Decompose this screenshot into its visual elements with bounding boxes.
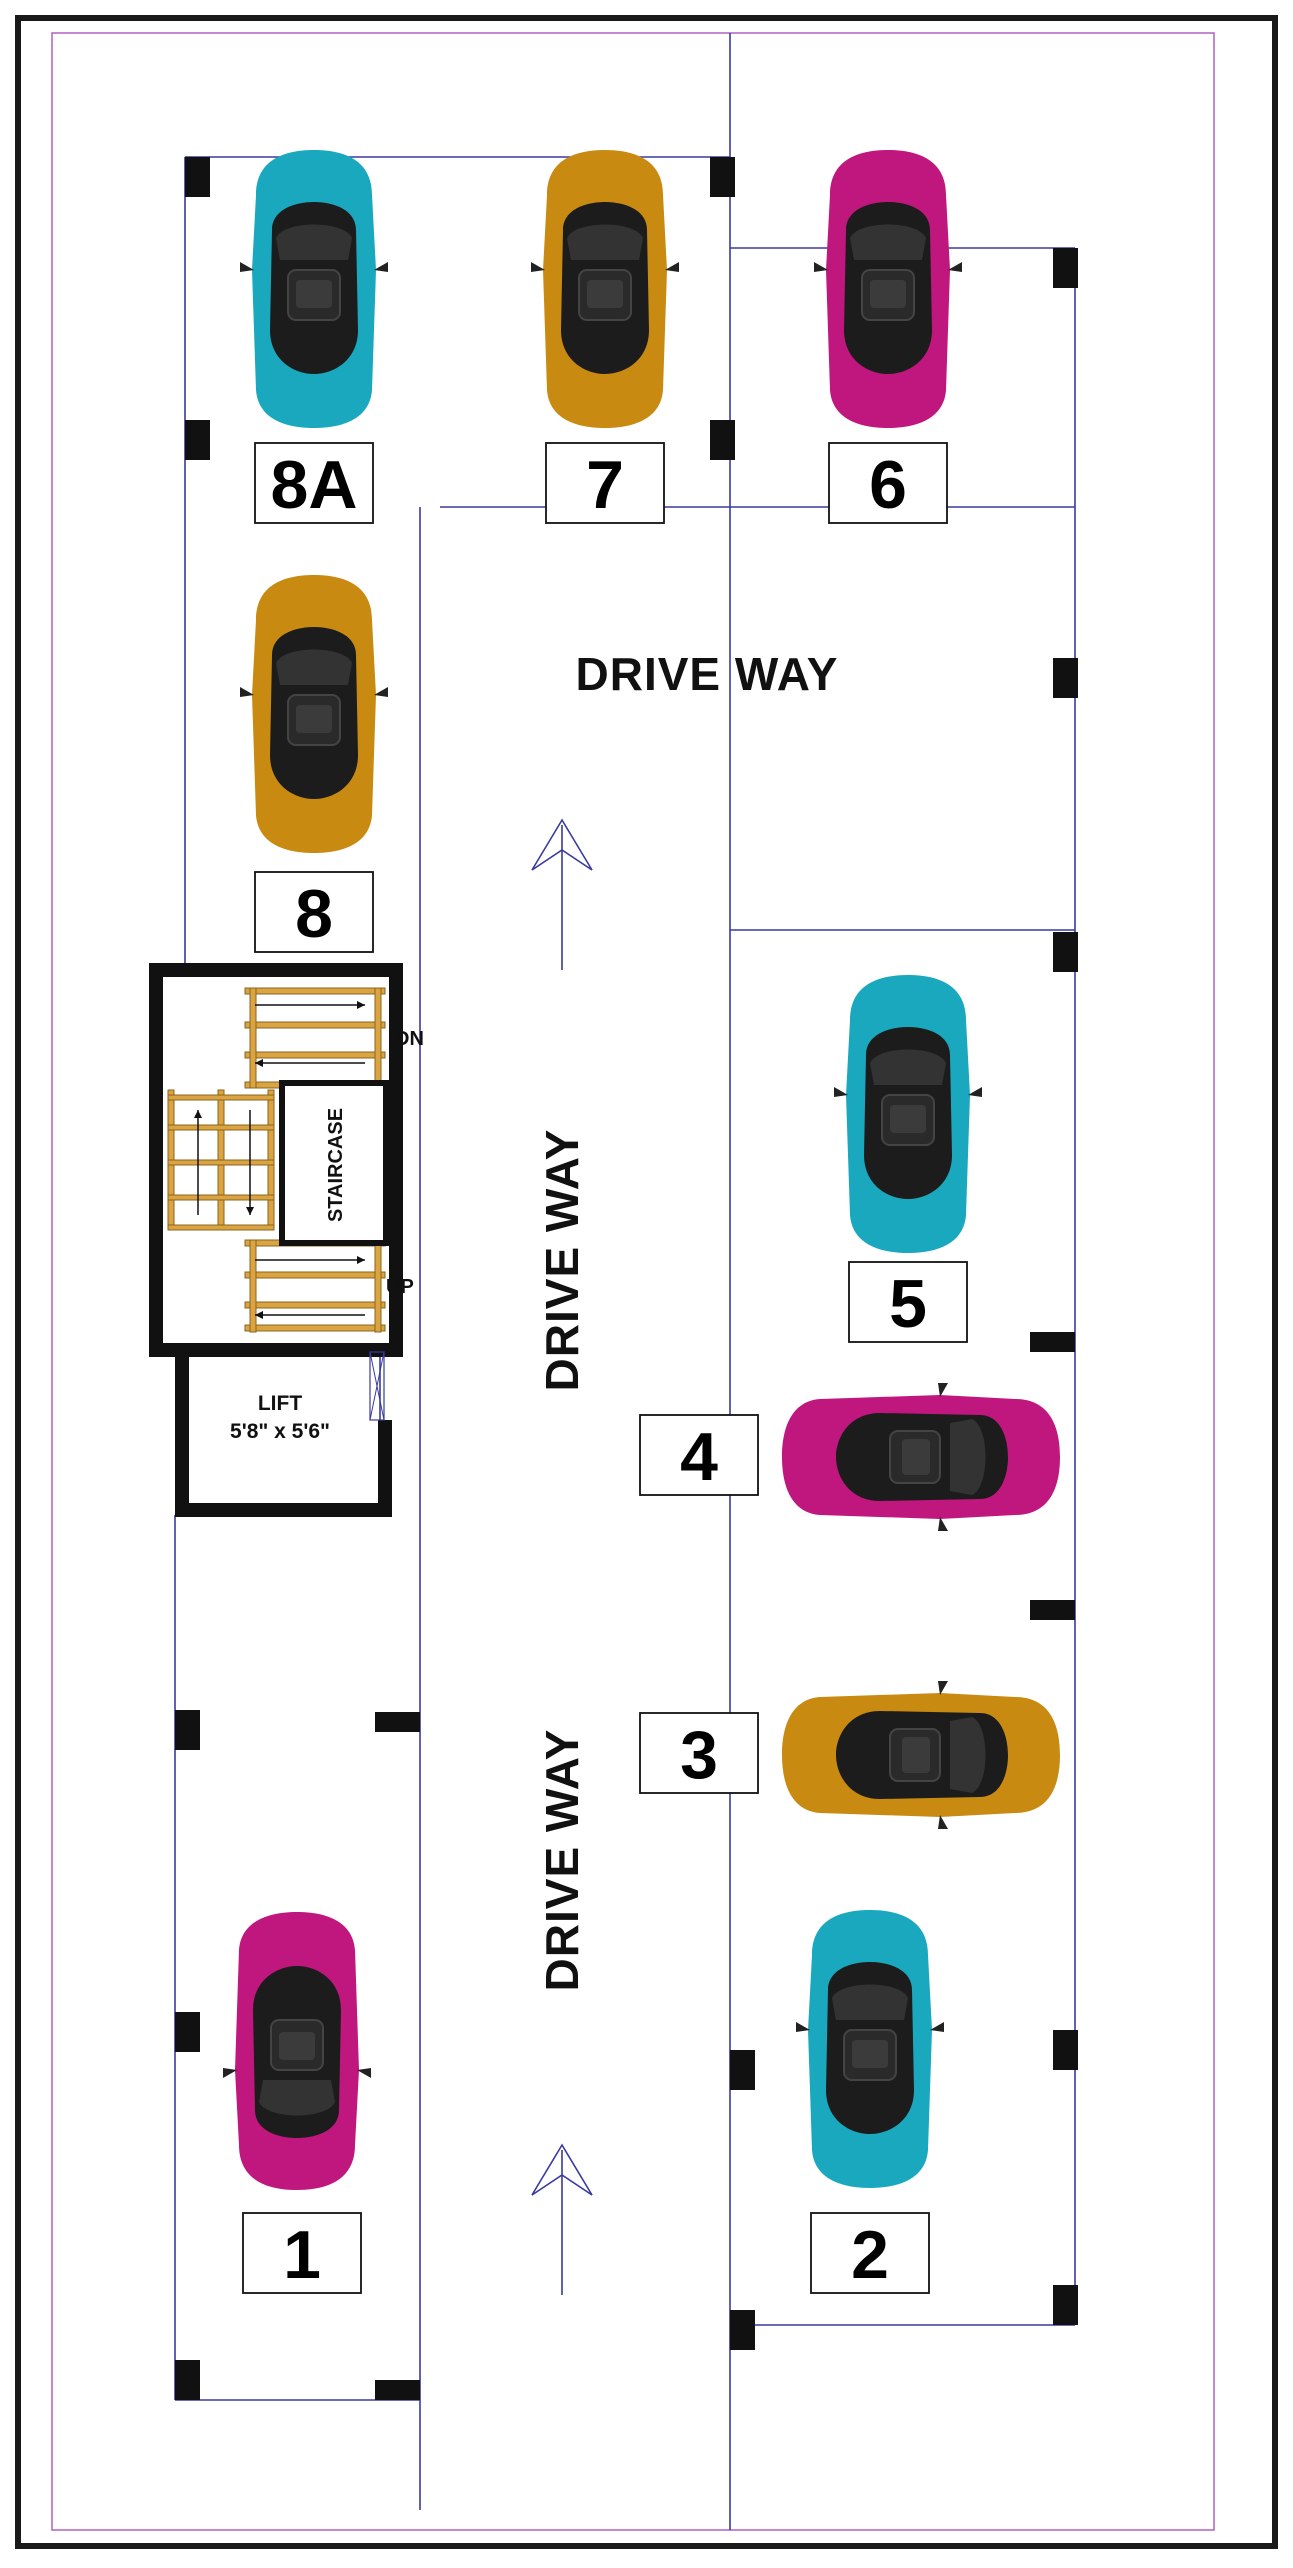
staircase-block: STAIRCASE DN UP <box>149 963 424 1357</box>
car-5 <box>833 975 983 1253</box>
car-2 <box>795 1910 945 2188</box>
stairs-up-label: UP <box>386 1276 414 1298</box>
direction-arrow-upper <box>531 818 593 970</box>
staircase-core <box>279 1080 389 1246</box>
drive-way-label-middle: DRIVE WAY <box>536 1129 588 1392</box>
lift-size: 5'8" x 5'6" <box>230 1420 330 1443</box>
lift-label: LIFT <box>258 1392 302 1415</box>
space-number-2: 2 <box>851 2217 889 2293</box>
space-number-8a: 8A <box>271 447 358 523</box>
drive-way-label-bottom: DRIVE WAY <box>536 1729 588 1992</box>
space-boxes <box>242 442 968 2294</box>
space-number-3: 3 <box>680 1717 718 1793</box>
lift-block: LIFT 5'8" x 5'6" <box>175 1351 392 1517</box>
car-8a <box>239 150 389 428</box>
staircase-label: STAIRCASE <box>325 1108 347 1222</box>
space-number-1: 1 <box>283 2217 321 2293</box>
space-number-6: 6 <box>869 447 907 523</box>
inner-border <box>51 32 1215 2531</box>
car-4 <box>782 1382 1060 1532</box>
staircase-walls <box>149 963 403 1357</box>
stairs-down-label: DN <box>395 1028 424 1050</box>
outer-border <box>15 15 1278 2549</box>
car-3 <box>782 1680 1060 1830</box>
columns <box>175 157 1078 2400</box>
space-number-4: 4 <box>680 1419 718 1495</box>
direction-arrow-lower <box>531 2143 593 2295</box>
car-7 <box>530 150 680 428</box>
space-number-7: 7 <box>586 447 624 523</box>
drive-way-label-top: DRIVE WAY <box>576 648 839 700</box>
car-8 <box>239 575 389 853</box>
space-number-8: 8 <box>295 876 333 952</box>
car-6 <box>813 150 963 428</box>
space-number-5: 5 <box>889 1266 927 1342</box>
car-1 <box>222 1912 372 2190</box>
